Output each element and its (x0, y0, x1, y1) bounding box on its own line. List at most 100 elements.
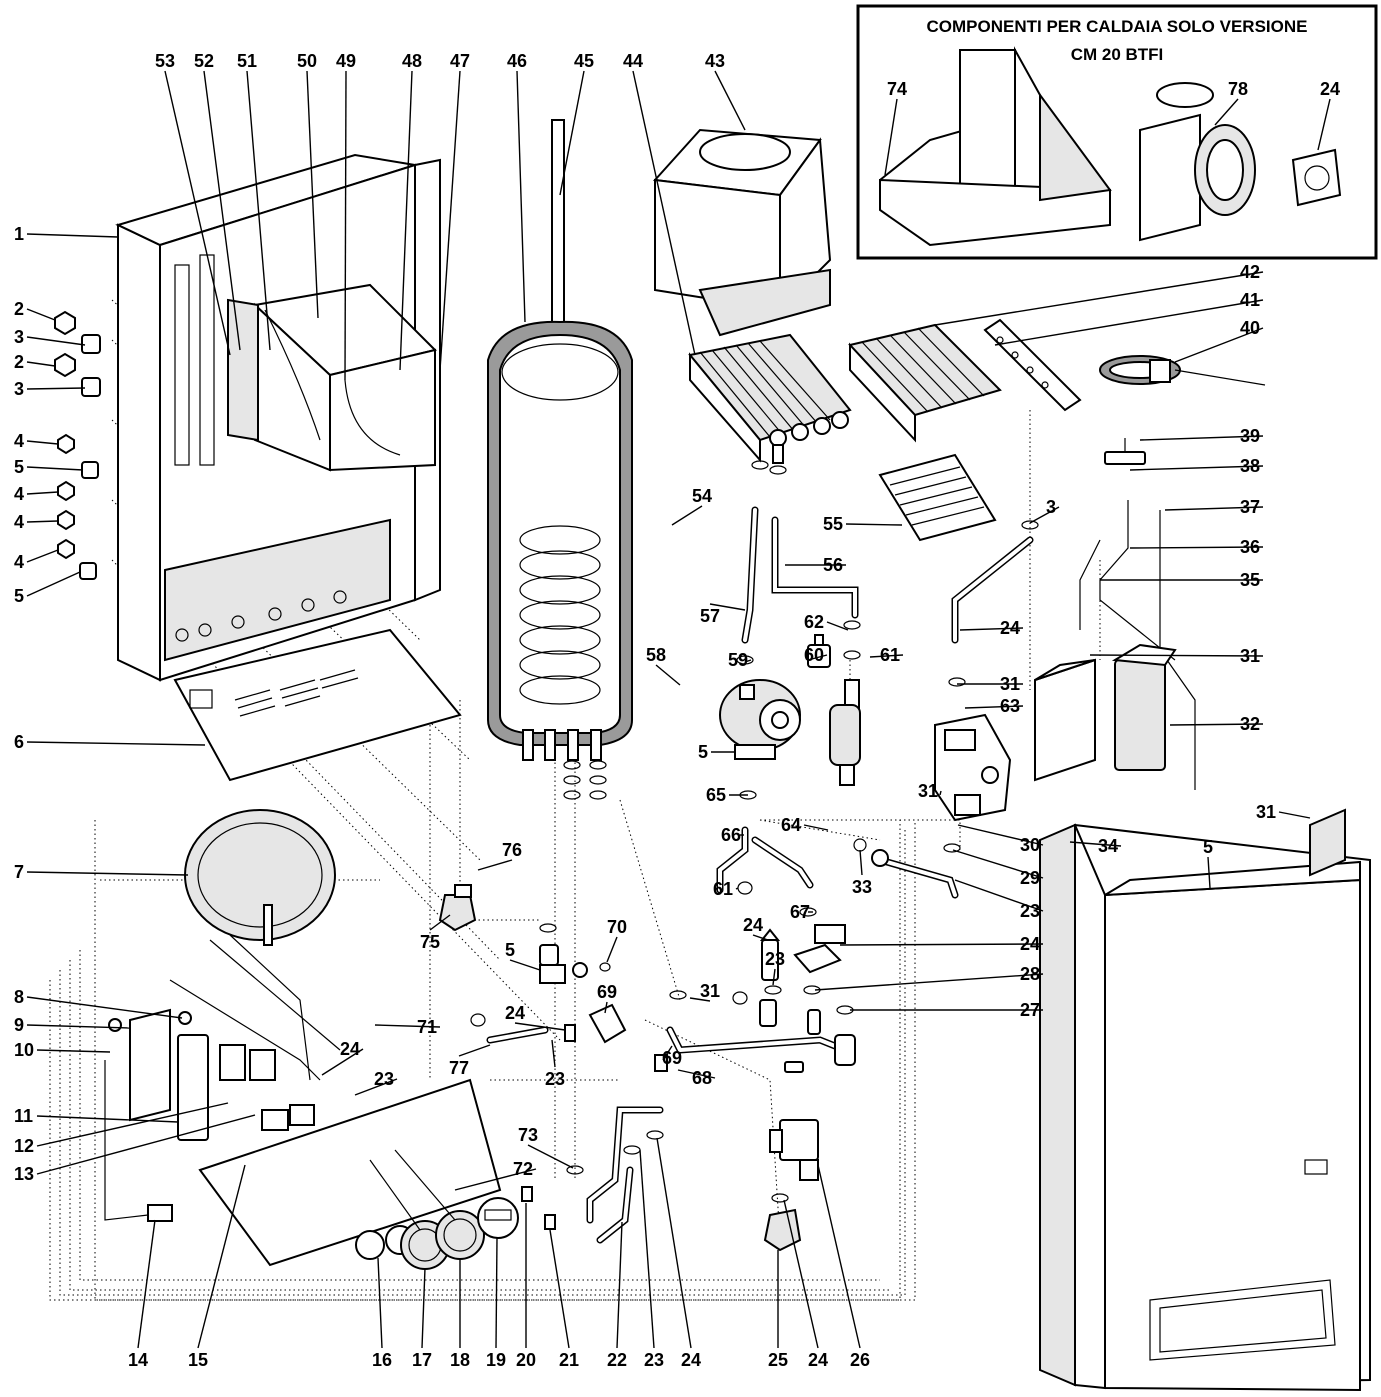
callout-leader (36, 1115, 179, 1123)
callout-leader (1089, 654, 1264, 657)
pipes-center (486, 506, 1034, 1244)
callout-number: 29 (1020, 868, 1040, 888)
callout-leader (807, 654, 828, 661)
callout-leader (783, 1199, 819, 1349)
callout-screw: 8 (14, 987, 183, 1019)
callout-washer-61-top: 61 (869, 645, 904, 665)
callout-leader (656, 1137, 692, 1349)
callout-number: 28 (1020, 964, 1040, 984)
callout-leader (859, 849, 863, 876)
callout-number: 16 (372, 1350, 392, 1370)
sensor-66 (829, 679, 861, 786)
callout-washer-23-fitting: 23 (354, 1069, 398, 1096)
callout-leader (377, 1257, 383, 1349)
callout-leader (495, 1237, 498, 1349)
callout-transformer-73: 73 (518, 1125, 574, 1169)
callout-number: 63 (1000, 696, 1020, 716)
callout-number: 1 (14, 224, 24, 244)
callout-number: 61 (880, 645, 900, 665)
callout-electrode-41: 41 (994, 290, 1264, 346)
callout-expansion-vessel: 7 (14, 862, 189, 882)
callout-number: 38 (1240, 456, 1260, 476)
callout-knob: 16 (372, 1257, 392, 1370)
callout-leader (344, 70, 347, 381)
callout-leader (26, 308, 56, 321)
callout-manifold-28: 28 (814, 964, 1044, 991)
callout-number: 68 (692, 1068, 712, 1088)
callout-number: 54 (692, 486, 712, 506)
callout-leader (677, 1069, 716, 1079)
diverter-valve-26 (769, 1119, 819, 1181)
gas-valve-64 (934, 713, 1012, 822)
air-vent-62 (807, 634, 831, 668)
callout-number: 62 (804, 612, 824, 632)
callout-nipple-5-gas: 5 (698, 742, 735, 762)
callout-number: 5 (1203, 837, 1213, 857)
callout-frame: 1 (14, 224, 119, 244)
storage-tank-48 (487, 119, 633, 761)
callout-number: 24 (340, 1039, 360, 1059)
callout-nut-e: 4 (14, 512, 59, 532)
callout-number: 34 (1098, 836, 1118, 856)
callout-nipple-5-center: 5 (505, 940, 541, 971)
inset-title-line1: COMPONENTI PER CALDAIA SOLO VERSIONE (927, 17, 1308, 36)
elbow-25 (763, 1208, 802, 1252)
callout-leader (1164, 506, 1264, 511)
callout-chamber-insulation-b: 52 (194, 51, 241, 351)
callout-leader (1278, 811, 1311, 819)
callout-nut-d: 4 (14, 484, 59, 504)
ignition-unit (1034, 643, 1177, 782)
callout-number: 35 (1240, 570, 1260, 590)
callout-leader (814, 973, 1044, 991)
burner-44 (848, 323, 1002, 443)
callout-number: 52 (194, 51, 214, 71)
callout-number: 24 (681, 1350, 701, 1370)
burner-tray-57 (878, 453, 997, 542)
callout-chamber-insulation-a: 51 (237, 51, 271, 351)
callout-gas-manifold: 43 (705, 51, 746, 131)
callout-storage-tank: 48 (399, 51, 422, 371)
callout-nipple-5-low: 5 (1203, 837, 1213, 889)
callout-leader (354, 1078, 398, 1096)
callout-leader (26, 741, 206, 746)
callout-insulation-54: 54 (671, 486, 712, 526)
callout-number: 24 (1000, 618, 1020, 638)
callout-leader (752, 934, 769, 941)
callout-leader (826, 621, 849, 631)
callout-leader (26, 440, 59, 445)
callout-number: 21 (559, 1350, 579, 1370)
left-water-fittings (438, 884, 668, 1072)
callout-number: 46 (507, 51, 527, 71)
callout-leader (26, 520, 59, 523)
callout-connector-b: 21 (549, 1229, 579, 1370)
callout-probe-72: 72 (454, 1159, 537, 1191)
callout-number: 74 (887, 79, 907, 99)
callout-terminal-block: 15 (188, 1164, 246, 1370)
heat-exchanger-46 (688, 333, 852, 464)
callout-relay-b: 13 (14, 1114, 256, 1184)
callout-leader (26, 361, 56, 367)
callout-washer-24-pipe22: 24 (1317, 79, 1340, 151)
callout-timer: 19 (486, 1237, 506, 1370)
callout-number: 5 (698, 742, 708, 762)
callout-bracket: 9 (14, 1015, 131, 1035)
callout-number: 5 (14, 457, 24, 477)
callout-leader (1129, 465, 1264, 471)
manifold-28 (759, 999, 856, 1066)
callout-number: 72 (513, 1159, 533, 1179)
callout-number: 3 (1046, 497, 1056, 517)
callout-electrode-39: 39 (1139, 426, 1264, 446)
callout-control-board: 11 (14, 1106, 179, 1126)
callout-cable-37: 37 (1164, 497, 1264, 517)
callout-number: 71 (417, 1017, 437, 1037)
callout-number: 27 (1020, 1000, 1040, 1020)
callout-number: 19 (486, 1350, 506, 1370)
callout-leader (604, 1001, 608, 1014)
callout-number: 57 (700, 606, 720, 626)
callout-leader (1174, 327, 1264, 363)
callout-pipe-58: 58 (646, 645, 681, 686)
callout-ignition-cover: 36 (1129, 537, 1264, 557)
callout-wiring-harness: 42 (934, 262, 1264, 326)
callout-grommet: 10 (14, 1040, 111, 1060)
